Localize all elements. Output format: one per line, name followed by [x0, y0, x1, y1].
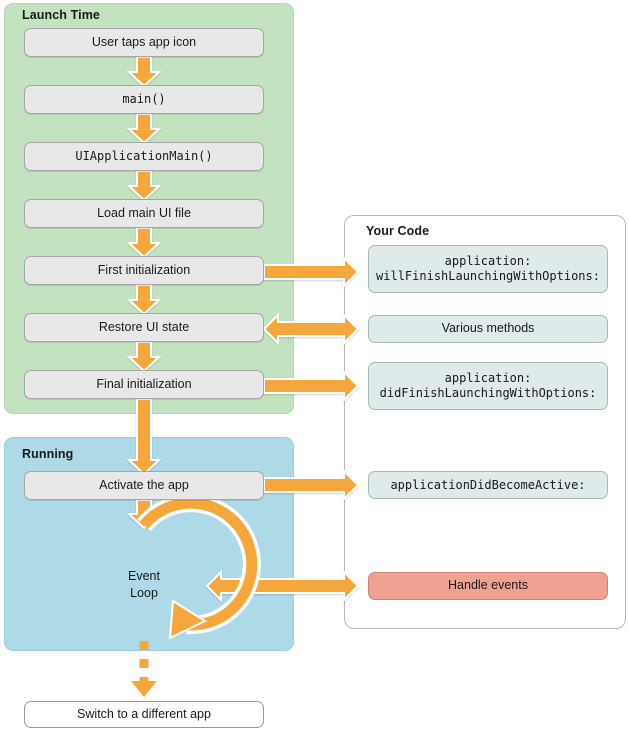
node-label: Final initialization [96, 376, 192, 391]
node-label: UIApplicationMain() [75, 149, 213, 163]
node-label: main() [122, 92, 166, 106]
code-box-did-finish-launching[interactable]: application: didFinishLaunchingWithOptio… [368, 362, 608, 410]
node-label: First initialization [97, 262, 191, 277]
running-panel [4, 437, 294, 651]
node-label: Restore UI state [98, 319, 190, 334]
event-loop-label: Event Loop [84, 568, 204, 602]
node-user-taps-app-icon[interactable]: User taps app icon [24, 28, 264, 57]
code-box-handle-events[interactable]: Handle events [368, 572, 608, 600]
event-loop-line2: Loop [130, 585, 158, 600]
code-box-various-methods[interactable]: Various methods [368, 315, 608, 343]
code-box-line2: didFinishLaunchingWithOptions: [379, 386, 597, 400]
event-loop-line1: Event [128, 569, 160, 583]
node-switch-to-a-different-app[interactable]: Switch to a different app [24, 701, 264, 728]
node-uiapplicationmain[interactable]: UIApplicationMain() [24, 142, 264, 171]
launch-time-title: Launch Time [22, 8, 100, 22]
code-box-line1: applicationDidBecomeActive: [390, 477, 586, 492]
node-restore-ui-state[interactable]: Restore UI state [24, 313, 264, 342]
node-label: Load main UI file [97, 205, 191, 220]
code-box-line1: Various methods [441, 321, 535, 336]
code-box-line1: application: [444, 254, 532, 268]
node-activate-the-app[interactable]: Activate the app [24, 471, 264, 500]
node-label: Activate the app [99, 477, 189, 492]
node-label: Switch to a different app [77, 706, 211, 721]
code-box-application-did-become-active[interactable]: applicationDidBecomeActive: [368, 471, 608, 499]
code-box-line2: willFinishLaunchingWithOptions: [376, 269, 600, 283]
code-box-line1: Handle events [448, 578, 528, 593]
node-load-main-ui-file[interactable]: Load main UI file [24, 199, 264, 228]
code-box-line1: application: [444, 371, 532, 385]
your-code-title: Your Code [366, 224, 430, 238]
node-main[interactable]: main() [24, 85, 264, 114]
running-title: Running [22, 447, 74, 461]
node-label: User taps app icon [91, 34, 197, 49]
node-first-initialization[interactable]: First initialization [24, 256, 264, 285]
node-final-initialization[interactable]: Final initialization [24, 370, 264, 399]
code-box-will-finish-launching[interactable]: application: willFinishLaunchingWithOpti… [368, 245, 608, 293]
